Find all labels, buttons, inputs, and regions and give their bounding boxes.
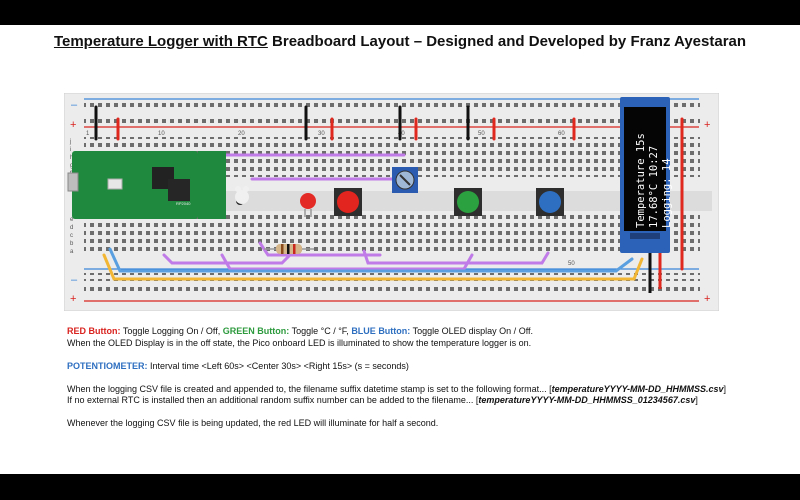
csv-close: ] <box>723 383 726 394</box>
note-csv: When the logging CSV file is created and… <box>67 384 787 396</box>
red-button <box>334 188 362 216</box>
row-letter-j: j <box>69 139 71 145</box>
red-led <box>300 193 316 217</box>
csv-text: When the logging CSV file is created and… <box>67 383 552 394</box>
row-letter-e: e <box>70 217 74 223</box>
bottom-terminal-holes <box>84 215 700 255</box>
page-title: Temperature Logger with RTC Breadboard L… <box>0 33 800 50</box>
col-number-50-bottom: 50 <box>568 261 575 267</box>
wire-purple-bottom-2 <box>258 241 382 257</box>
rail-plus-bottom-right: + <box>704 293 710 305</box>
rtc-close: ] <box>695 395 698 405</box>
bottom-rail-holes <box>84 273 700 281</box>
oled-module <box>620 97 670 253</box>
potentiometer-text: Interval time <Left 60s> <Center 30s> <R… <box>147 360 409 371</box>
potentiometer-label: POTENTIOMETER: <box>67 360 148 371</box>
top-rail-holes <box>84 103 700 111</box>
green-button-text: Toggle °C / °F, <box>289 326 352 336</box>
oled-screen: Temperature 15s 17.68°C 10:27 Logging: 1… <box>626 118 673 234</box>
note-rtc: If no external RTC is installed then an … <box>67 395 787 407</box>
note-oled-off: When the OLED Display is in the off stat… <box>67 337 532 348</box>
notes-panel: RED Button: Toggle Logging On / Off, GRE… <box>67 326 787 430</box>
row-letter-a: a <box>70 249 74 255</box>
raspberry-logo-icon <box>235 186 249 204</box>
note-gap <box>67 349 787 361</box>
note-led: Whenever the logging CSV file is being u… <box>67 418 439 428</box>
oled-line-3: Logging: 14 <box>661 158 673 228</box>
col-number-1: 1 <box>86 131 90 137</box>
oled-line-1: Temperature 15s <box>635 133 647 228</box>
note-gap <box>67 372 787 384</box>
title-rest: Breadboard Layout – Designed and Develop… <box>267 33 747 50</box>
rail-plus-top-left: + <box>70 119 76 131</box>
pico-rp2040-chip <box>168 179 190 201</box>
green-button <box>454 188 482 216</box>
rail-minus-bottom-left: – <box>71 274 78 286</box>
col-number-10: 10 <box>158 131 165 137</box>
col-number-60: 60 <box>558 131 565 137</box>
blue-button-label: BLUE Button: <box>351 326 411 336</box>
row-letter-i: i <box>70 147 71 153</box>
oled-line-2: 17.68°C 10:27 <box>648 145 660 228</box>
wire-yellow-oled <box>102 253 644 281</box>
red-button-label: RED Button: <box>67 326 121 336</box>
row-letter-b: b <box>70 241 74 247</box>
breadboard-diagram: – + – + + + j i h g f e d c b a 1 10 20 … <box>64 93 719 311</box>
pico-chip-label: RP2040 <box>176 201 191 206</box>
row-letter-g: g <box>70 163 73 169</box>
rtc-text: If no external RTC is installed then an … <box>67 395 479 405</box>
wire-purple-bottom-4 <box>362 249 550 265</box>
col-number-20: 20 <box>238 131 245 137</box>
note-buttons: RED Button: Toggle Logging On / Off, GRE… <box>67 326 787 338</box>
note-gap <box>67 407 787 419</box>
rtc-format: temperatureYYYY-MM-DD_HHMMSS_01234567.cs… <box>478 395 696 405</box>
top-rail-holes-2 <box>84 115 700 123</box>
title-underlined: Temperature Logger with RTC <box>53 33 268 50</box>
red-button-text: Toggle Logging On / Off, <box>120 326 223 336</box>
rail-plus-bottom-left: + <box>70 293 76 305</box>
rail-plus-top-right: + <box>704 119 710 131</box>
csv-format: temperatureYYYY-MM-DD_HHMMSS.csv <box>551 383 724 394</box>
resistor <box>264 244 314 254</box>
wire-blue-oled <box>108 247 634 273</box>
col-number-40: 40 <box>398 131 405 137</box>
pico-board-extension <box>198 151 226 219</box>
row-letter-c: c <box>70 233 73 239</box>
note-potentiometer: POTENTIOMETER: Interval time <Left 60s> … <box>67 361 787 373</box>
row-letter-d: d <box>70 225 73 231</box>
blue-button-text: Toggle OLED display On / Off. <box>410 326 534 336</box>
col-number-50: 50 <box>478 131 485 137</box>
bottom-rail-holes-2 <box>84 285 700 293</box>
green-button-label: GREEN Button: <box>222 326 290 336</box>
rail-minus-top-left: – <box>71 99 78 111</box>
col-number-30: 30 <box>318 131 325 137</box>
potentiometer <box>392 167 418 193</box>
row-letter-h: h <box>70 155 73 161</box>
blue-button <box>536 188 564 216</box>
